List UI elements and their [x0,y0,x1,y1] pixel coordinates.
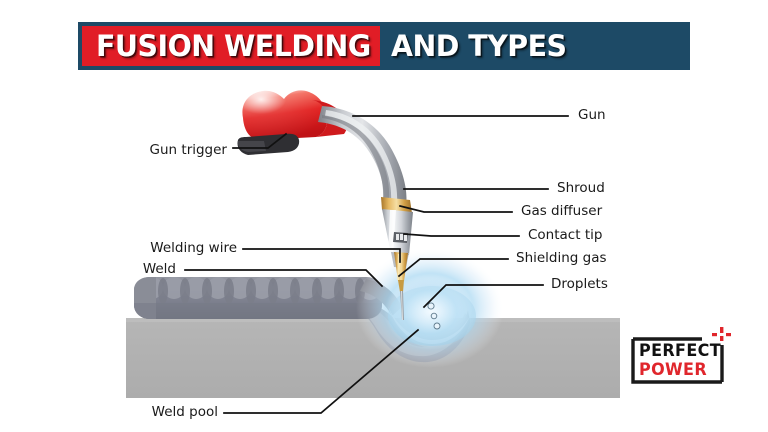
logo-text-power: POWER [639,360,708,380]
logo-text-perfect: PERFECT [639,341,722,361]
title-banner-blue-segment: AND TYPES [380,26,686,66]
leader-contact-tip [403,233,520,237]
leader-shielding-gas [397,258,509,278]
label-gas-diffuser: Gas diffuser [521,203,603,219]
molten-droplets [427,302,441,330]
label-gun-trigger: Gun trigger [149,142,227,158]
leader-weld-pool [223,328,420,414]
gun-neck [318,106,407,205]
title-banner-red-segment: FUSION WELDING [82,26,381,66]
logo-bracket-frame [631,327,731,384]
title-text-primary: FUSION WELDING [96,28,371,63]
leader-gas-diffuser [398,204,513,213]
label-droplets: Droplets [551,276,608,292]
leader-welding-wire [242,248,401,263]
label-weld-pool: Weld pool [151,404,218,420]
label-shroud: Shroud [557,180,605,196]
brand-logo[interactable]: PERFECT POWER [630,327,734,385]
label-shielding-gas: Shielding gas [516,250,607,266]
leader-droplets [422,284,544,309]
label-gun: Gun [578,107,606,123]
leader-weld [184,269,384,288]
label-welding-wire: Welding wire [150,240,237,256]
label-contact-tip: Contact tip [528,227,603,243]
spark-icon [712,327,731,341]
leader-gun-trigger [232,132,288,149]
title-banner: FUSION WELDING AND TYPES [78,22,690,70]
welding-gun-handle [237,90,347,155]
leader-lines [184,115,569,414]
label-weld: Weld [142,261,176,277]
title-text-secondary: AND TYPES [391,28,567,63]
